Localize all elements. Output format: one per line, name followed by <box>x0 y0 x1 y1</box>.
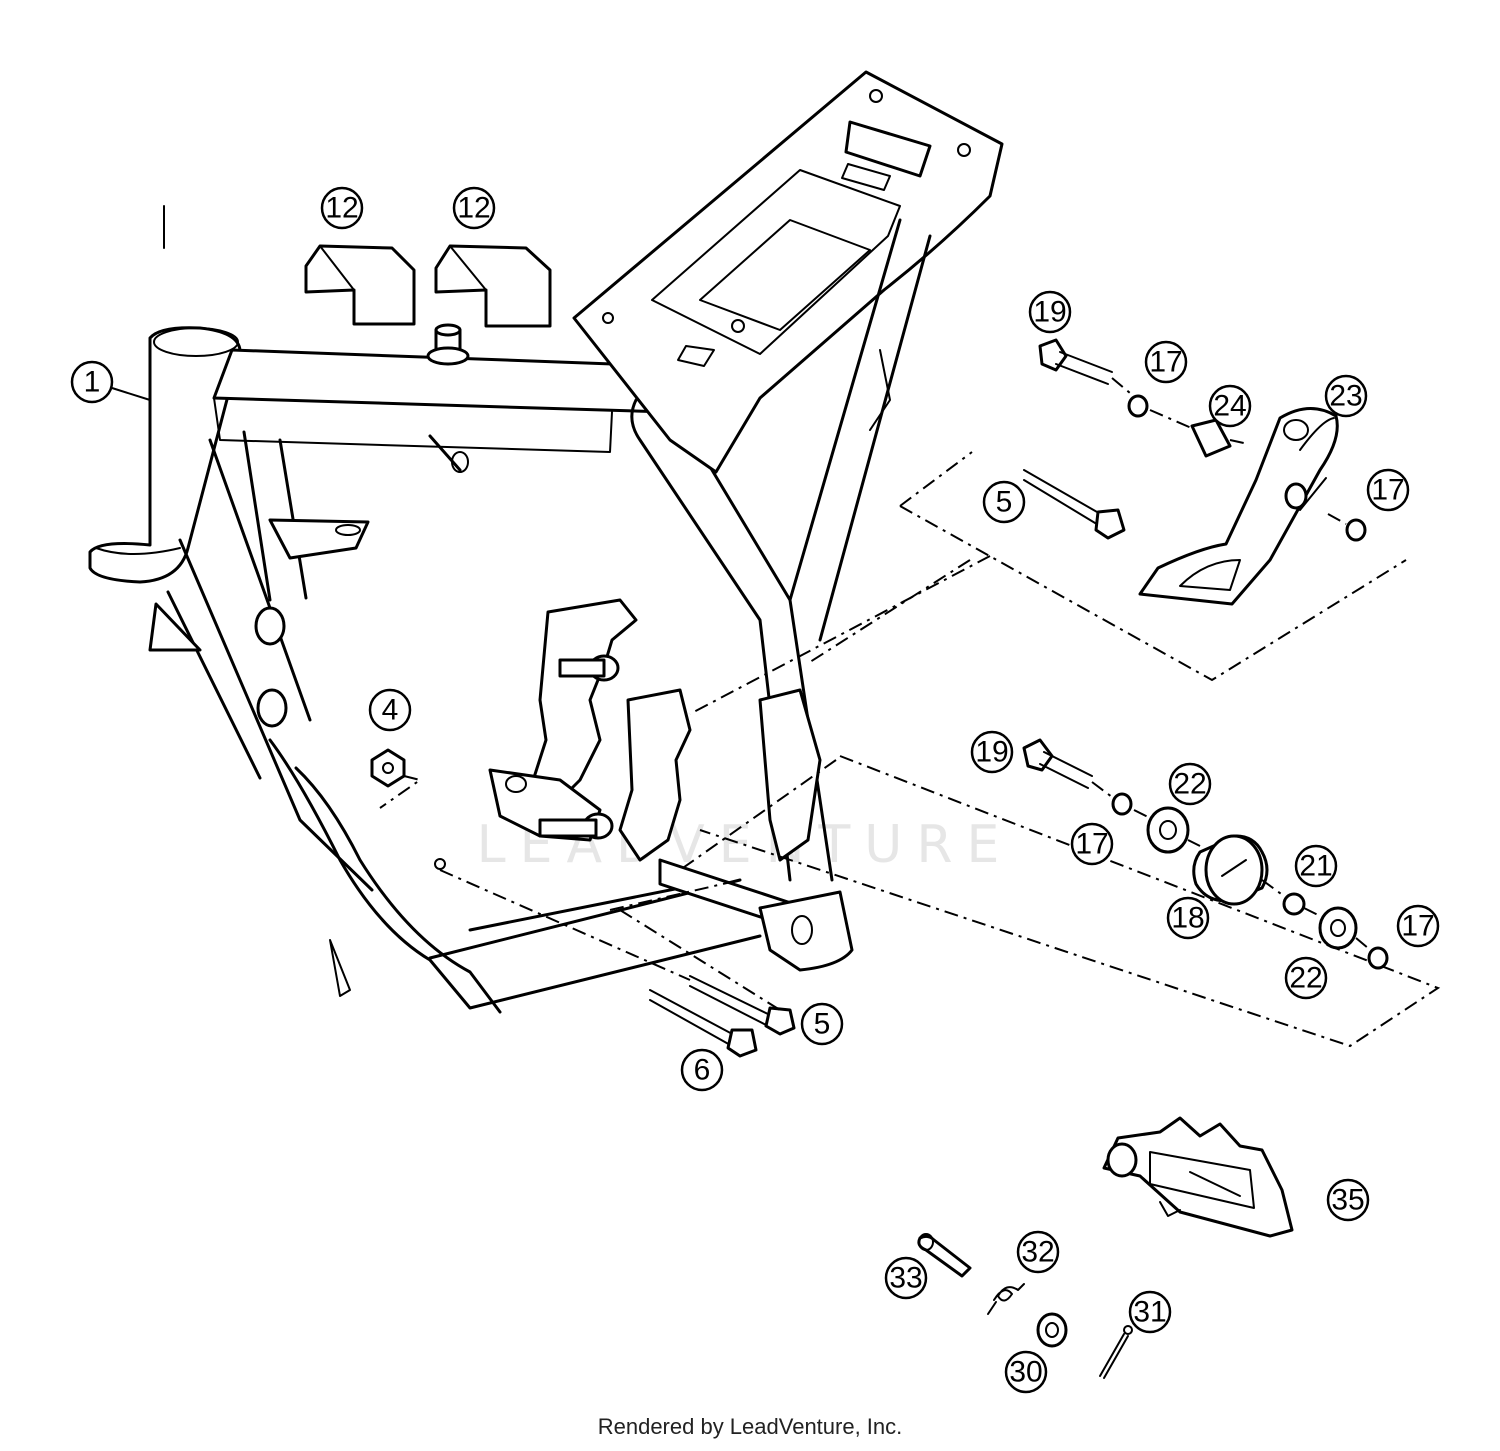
callout-19-lower: 19 <box>970 730 1014 774</box>
callout-17-a: 17 <box>1144 340 1188 384</box>
footpeg-group <box>917 1116 1294 1379</box>
svg-text:17: 17 <box>1401 910 1434 943</box>
callout-23: 23 <box>1324 374 1368 418</box>
svg-text:17: 17 <box>1149 346 1182 379</box>
svg-text:35: 35 <box>1331 1184 1364 1217</box>
bolt-5-upper <box>1023 469 1126 540</box>
svg-text:30: 30 <box>1009 1356 1042 1389</box>
callout-35: 35 <box>1326 1178 1370 1222</box>
nut-4 <box>370 748 423 809</box>
callout-17-c: 17 <box>1070 822 1114 866</box>
callout-1: 1 <box>70 360 114 404</box>
svg-text:17: 17 <box>1371 474 1404 507</box>
callout-21: 21 <box>1294 844 1338 888</box>
callout-12-right: 12 <box>452 186 496 230</box>
svg-text:21: 21 <box>1299 850 1332 883</box>
callout-17-b: 17 <box>1366 468 1410 512</box>
svg-text:5: 5 <box>996 486 1013 519</box>
svg-text:22: 22 <box>1289 962 1322 995</box>
svg-text:5: 5 <box>814 1008 831 1041</box>
svg-text:32: 32 <box>1021 1236 1054 1269</box>
svg-text:6: 6 <box>694 1054 711 1087</box>
callout-6: 6 <box>680 1048 724 1092</box>
svg-text:17: 17 <box>1075 828 1108 861</box>
frame <box>88 70 1004 1014</box>
bolt-5-lower <box>689 975 796 1036</box>
footer-credit: Rendered by LeadVenture, Inc. <box>597 1414 903 1439</box>
svg-text:19: 19 <box>975 736 1008 769</box>
bolt-6 <box>649 989 758 1058</box>
svg-text:22: 22 <box>1173 768 1206 801</box>
callout-31: 31 <box>1128 1290 1172 1334</box>
callout-19-upper: 19 <box>1028 290 1072 334</box>
frame-protector-right <box>434 244 552 328</box>
callout-17-d: 17 <box>1396 904 1440 948</box>
callout-5-upper: 5 <box>982 480 1026 524</box>
svg-text:4: 4 <box>382 694 399 727</box>
callout-32: 32 <box>1016 1230 1060 1274</box>
svg-text:24: 24 <box>1213 390 1246 423</box>
callout-5-lower: 5 <box>800 1002 844 1046</box>
svg-text:23: 23 <box>1329 380 1362 413</box>
svg-text:33: 33 <box>889 1262 922 1295</box>
svg-text:12: 12 <box>457 192 490 225</box>
callout-4: 4 <box>368 688 412 732</box>
callout-30: 30 <box>1004 1350 1048 1394</box>
callout-12-left: 12 <box>320 186 364 230</box>
brake-pedal-group <box>689 338 1407 715</box>
roller-group <box>679 738 1441 1048</box>
callout-18: 18 <box>1166 896 1210 940</box>
svg-text:31: 31 <box>1133 1296 1166 1329</box>
callout-22-upper: 22 <box>1168 762 1212 806</box>
callout-33: 33 <box>884 1256 928 1300</box>
frame-protector-left <box>304 244 416 326</box>
svg-text:1: 1 <box>84 366 101 399</box>
svg-text:19: 19 <box>1033 296 1066 329</box>
callout-24: 24 <box>1208 384 1252 428</box>
callout-22-lower: 22 <box>1284 956 1328 1000</box>
svg-text:12: 12 <box>325 192 358 225</box>
svg-text:18: 18 <box>1171 902 1204 935</box>
